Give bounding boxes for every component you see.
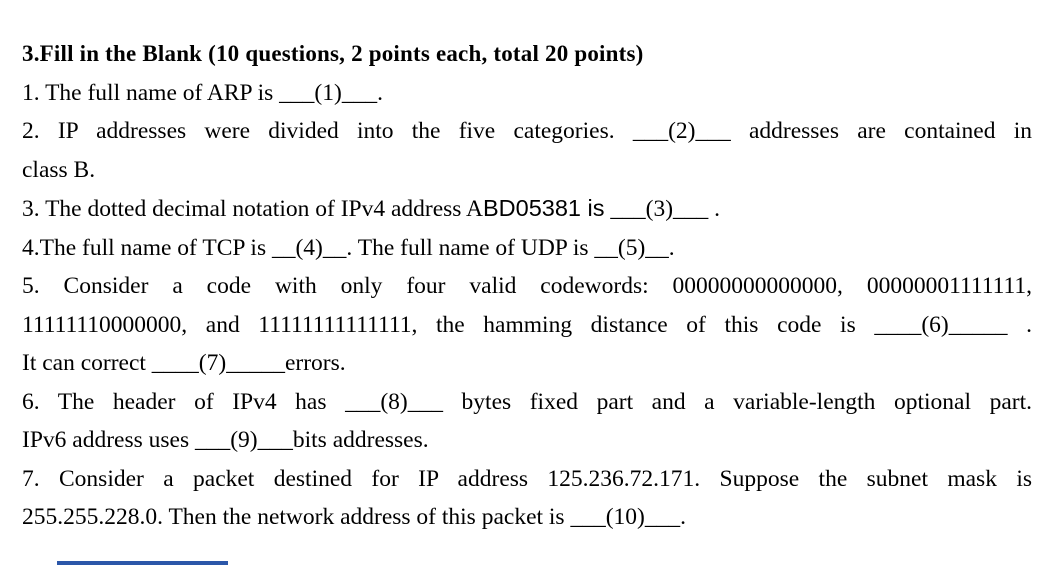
- question-text: 3. The dotted decimal notation of IPv4 a…: [22, 196, 483, 222]
- question-text: class B.: [22, 156, 96, 183]
- question-line-q6-line2: IPv6 address uses ___(9)___bits addresse…: [22, 421, 1032, 460]
- question-line-q1: 1. The full name of ARP is ___(1)___.: [22, 74, 1032, 113]
- question-text: It can correct ____(7)_____errors.: [22, 350, 346, 376]
- question-line-q7-line1: 7. Consider a packet destined for IP add…: [22, 460, 1032, 499]
- question-text: 4.The full name of TCP is __(4)__. The f…: [22, 234, 675, 261]
- bottom-accent-bar: [57, 561, 228, 565]
- question-text: 5. Consider a code with only four valid …: [22, 273, 1032, 299]
- question-line-q7-line2: 255.255.228.0. Then the network address …: [22, 498, 1032, 537]
- question-line-q5-line2: 11111110000000, and 11111111111111, the …: [22, 306, 1032, 345]
- question-lines: 1. The full name of ARP is ___(1)___. 2. …: [22, 74, 1032, 537]
- inline-sans-text: BD05381 is: [483, 195, 605, 221]
- question-text: IPv6 address uses ___(9)___bits addresse…: [22, 427, 429, 453]
- question-text: 6. The header of IPv4 has ___(8)___ byte…: [22, 388, 1032, 415]
- question-line-q6-line1: 6. The header of IPv4 has ___(8)___ byte…: [22, 383, 1032, 422]
- question-line-q2-line1: 2. IP addresses were divided into the fi…: [22, 112, 1032, 151]
- question-text: 2. IP addresses were divided into the fi…: [22, 118, 1032, 144]
- document-content: 3.Fill in the Blank (10 questions, 2 poi…: [22, 35, 1032, 537]
- question-line-q5-line1: 5. Consider a code with only four valid …: [22, 267, 1032, 306]
- section-heading: 3.Fill in the Blank (10 questions, 2 poi…: [22, 41, 644, 66]
- question-line-q3: 3. The dotted decimal notation of IPv4 a…: [22, 189, 1032, 229]
- question-line-q2-line2: class B.: [22, 151, 1032, 190]
- question-text: ___(3)___ .: [604, 196, 721, 222]
- question-text: 1. The full name of ARP is ___(1)___.: [22, 79, 383, 106]
- question-text: 7. Consider a packet destined for IP add…: [22, 465, 1032, 492]
- question-line-q5-line3: It can correct ____(7)_____errors.: [22, 344, 1032, 383]
- question-line-q4: 4.The full name of TCP is __(4)__. The f…: [22, 229, 1032, 268]
- question-text: 11111110000000, and 11111111111111, the …: [22, 311, 1032, 338]
- question-text: 255.255.228.0. Then the network address …: [22, 504, 686, 530]
